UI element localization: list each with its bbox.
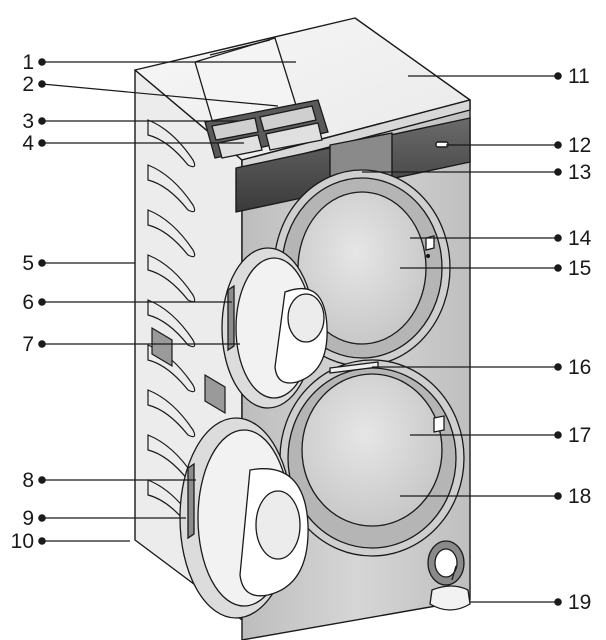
callout-9-number: 9: [22, 507, 34, 530]
callout-14-number: 14: [568, 227, 592, 250]
callout-leaders: [38, 58, 562, 606]
callout-16-number: 16: [568, 356, 591, 379]
callout-8-dot: [38, 476, 46, 484]
callout-12-number: 12: [568, 134, 591, 157]
callout-11-dot: [554, 72, 562, 80]
compartment-1: [211, 117, 259, 141]
callout-2-number: 2: [22, 73, 34, 96]
upper-door-latch: [425, 235, 435, 251]
callout-10-dot: [38, 537, 46, 545]
callout-8-number: 8: [22, 469, 34, 492]
callout-19-dot: [554, 598, 562, 606]
callout-12-dot: [554, 141, 562, 149]
callout-4-dot: [38, 139, 46, 147]
callout-6-dot: [38, 298, 46, 306]
callout-7-dot: [38, 340, 46, 348]
lower-door: [179, 417, 309, 619]
callout-4-number: 4: [22, 132, 34, 155]
callout-10-number: 10: [11, 530, 34, 553]
callout-14-dot: [554, 234, 562, 242]
compartment-2: [259, 105, 317, 132]
compartment-3: [217, 134, 263, 159]
callout-16-dot: [554, 363, 562, 371]
lower-drum-glass: [301, 373, 443, 527]
callout-11-number: 11: [568, 65, 590, 88]
carry-handles: [151, 326, 226, 580]
compartment-4: [265, 122, 323, 151]
callout-15-number: 15: [568, 257, 591, 280]
lower-drum: [279, 359, 465, 557]
callout-2-leader: [41, 83, 279, 107]
upper-door: [221, 247, 328, 409]
callout-17-dot: [554, 431, 562, 439]
callout-1-dot: [38, 58, 46, 66]
side-ribs: [147, 119, 196, 528]
drain-filter-cap: [429, 585, 471, 611]
lower-door-handle: [187, 462, 195, 540]
callout-2-dot: [38, 80, 46, 88]
callout-3-number: 3: [22, 110, 34, 133]
callout-13-number: 13: [568, 161, 591, 184]
callout-19-number: 19: [568, 591, 591, 614]
lower-door-latch: [433, 415, 445, 433]
callout-5-dot: [38, 259, 46, 267]
callout-17-number: 17: [568, 424, 591, 447]
callout-9-dot: [38, 514, 46, 522]
callout-5-number: 5: [22, 252, 34, 275]
callout-1-number: 1: [22, 51, 34, 74]
callout-18-number: 18: [568, 485, 591, 508]
callout-15-dot: [554, 264, 562, 272]
drain-filter: [427, 540, 471, 611]
upper-door-handle: [227, 284, 235, 352]
callout-6-number: 6: [22, 291, 34, 314]
callout-13-dot: [554, 168, 562, 176]
callout-18-dot: [554, 492, 562, 500]
callout-7-number: 7: [22, 333, 34, 356]
callout-3-dot: [38, 117, 46, 125]
